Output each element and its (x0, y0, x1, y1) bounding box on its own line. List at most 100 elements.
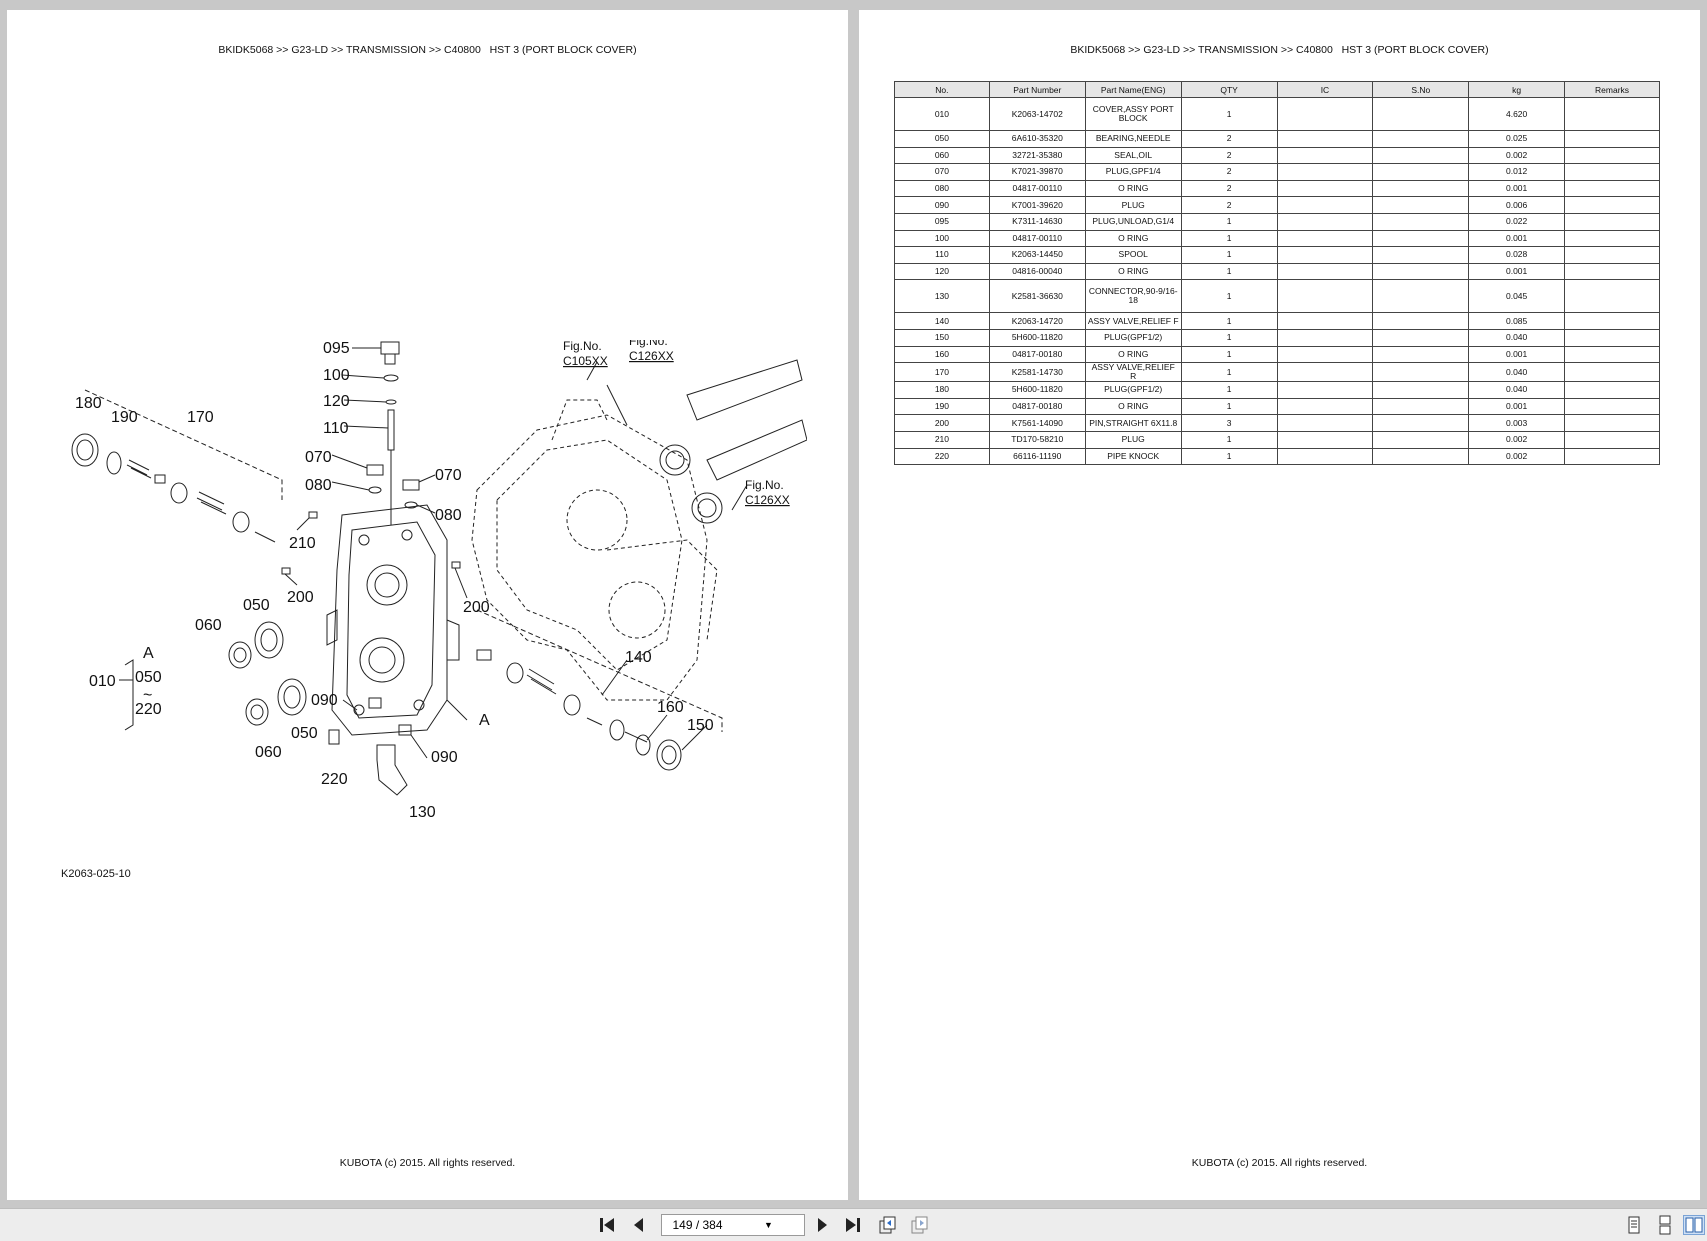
go-forward-button[interactable] (908, 1215, 930, 1235)
callout-080-right: 080 (435, 507, 462, 524)
callout-060-top: 060 (195, 617, 222, 634)
cell-remarks (1564, 447, 1660, 466)
callout-160: 160 (657, 699, 684, 716)
cell-kg: 0.028 (1468, 246, 1566, 264)
single-page-view-button[interactable] (1623, 1215, 1645, 1235)
cell-sno (1372, 212, 1470, 231)
cell-kg: 0.040 (1468, 362, 1566, 383)
cell-no: 090 (894, 196, 990, 214)
cell-part-name: SEAL,OIL (1084, 146, 1182, 165)
cell-part-number: 6A610-35320 (988, 130, 1086, 148)
cell-part-name: ASSY VALVE,RELIEF F (1084, 312, 1182, 330)
cell-no: 050 (894, 130, 990, 148)
cell-kg: 0.003 (1468, 414, 1566, 432)
cell-no: 220 (894, 447, 990, 466)
cell-kg: 0.001 (1468, 179, 1566, 198)
go-back-button[interactable] (876, 1215, 898, 1235)
cell-no: 160 (894, 345, 990, 364)
parts-table: No. Part Number Part Name(ENG) QTY IC S.… (894, 81, 1660, 466)
last-page-button[interactable] (842, 1215, 864, 1235)
go-forward-icon (911, 1216, 928, 1234)
parts-table-header-row: No. Part Number Part Name(ENG) QTY IC S.… (894, 81, 1660, 98)
cell-qty: 1 (1180, 212, 1278, 231)
callout-a: A (479, 712, 490, 729)
cell-kg: 0.002 (1468, 430, 1566, 449)
right-footer-copyright: KUBOTA (c) 2015. All rights reserved. (1191, 1157, 1368, 1169)
cell-remarks (1564, 362, 1660, 383)
cell-remarks (1564, 196, 1660, 214)
cell-qty: 2 (1180, 196, 1278, 214)
cell-sno (1372, 312, 1470, 330)
callout-110: 110 (323, 420, 349, 437)
callout-095: 095 (323, 340, 350, 357)
next-page-button[interactable] (811, 1215, 833, 1235)
cell-sno (1372, 279, 1470, 314)
cell-ic (1276, 179, 1374, 198)
two-page-view-button[interactable] (1683, 1215, 1705, 1235)
callout-190: 190 (111, 409, 138, 426)
cell-kg: 0.022 (1468, 212, 1566, 231)
first-page-button[interactable] (596, 1215, 618, 1235)
cell-qty: 1 (1180, 447, 1278, 466)
cell-part-name: BEARING,NEEDLE (1084, 130, 1182, 148)
cell-no: 210 (894, 430, 990, 449)
col-header-part-name: Part Name(ENG) (1084, 81, 1182, 98)
cell-part-number: K2063-14702 (988, 97, 1086, 131)
cell-remarks (1564, 97, 1660, 131)
cell-part-name: PLUG,UNLOAD,G1/4 (1084, 212, 1182, 231)
callout-220: 220 (321, 771, 348, 788)
cell-ic (1276, 163, 1374, 181)
cell-sno (1372, 97, 1470, 131)
cell-sno (1372, 381, 1470, 399)
cell-part-name: CONNECTOR,90-9/16-18 (1084, 279, 1182, 314)
cell-qty: 3 (1180, 414, 1278, 432)
cell-part-name: O RING (1084, 229, 1182, 248)
next-page-icon (818, 1218, 827, 1232)
callout-200-right: 200 (463, 599, 490, 616)
cell-sno (1372, 328, 1470, 347)
callout-080-left: 080 (305, 477, 332, 494)
left-footer-copyright: KUBOTA (c) 2015. All rights reserved. (339, 1157, 516, 1169)
cell-no: 170 (894, 362, 990, 383)
cell-qty: 1 (1180, 97, 1278, 131)
continuous-page-view-button[interactable] (1654, 1215, 1676, 1235)
page-dropdown-icon[interactable]: ▼ (764, 1220, 773, 1230)
cell-kg: 0.085 (1468, 312, 1566, 330)
cell-qty: 1 (1180, 328, 1278, 347)
page-number-input[interactable]: 149 / 384 ▼ (661, 1214, 805, 1236)
cell-ic (1276, 246, 1374, 264)
cell-ic (1276, 414, 1374, 432)
page-indicator: 149 / 384 (672, 1218, 723, 1232)
cell-part-name: PIPE KNOCK (1084, 447, 1182, 466)
cell-no: 110 (894, 246, 990, 264)
col-header-part-number: Part Number (988, 81, 1086, 98)
callout-180: 180 (75, 395, 102, 412)
cell-no: 180 (894, 381, 990, 399)
fig-ref-2-code: C126XX (629, 349, 674, 363)
cell-qty: 1 (1180, 430, 1278, 449)
last-page-icon (846, 1218, 860, 1232)
cell-part-number: TD170-58210 (988, 430, 1086, 449)
cell-remarks (1564, 179, 1660, 198)
cell-no: 080 (894, 179, 990, 198)
callout-070-right: 070 (435, 467, 462, 484)
cell-no: 070 (894, 163, 990, 181)
cell-part-number: 32721-35380 (988, 146, 1086, 165)
cell-sno (1372, 179, 1470, 198)
cell-no: 100 (894, 229, 990, 248)
exploded-parts-diagram: 095 100 120 110 070 070 080 080 180 190 … (71, 340, 807, 821)
first-page-icon (600, 1218, 614, 1232)
cell-kg: 0.006 (1468, 196, 1566, 214)
cell-qty: 1 (1180, 279, 1278, 314)
cell-sno (1372, 229, 1470, 248)
cell-remarks (1564, 328, 1660, 347)
viewer-toolbar: 149 / 384 ▼ (0, 1208, 1707, 1241)
prev-page-button[interactable] (628, 1215, 650, 1235)
cell-part-number: 04817-00180 (988, 345, 1086, 364)
